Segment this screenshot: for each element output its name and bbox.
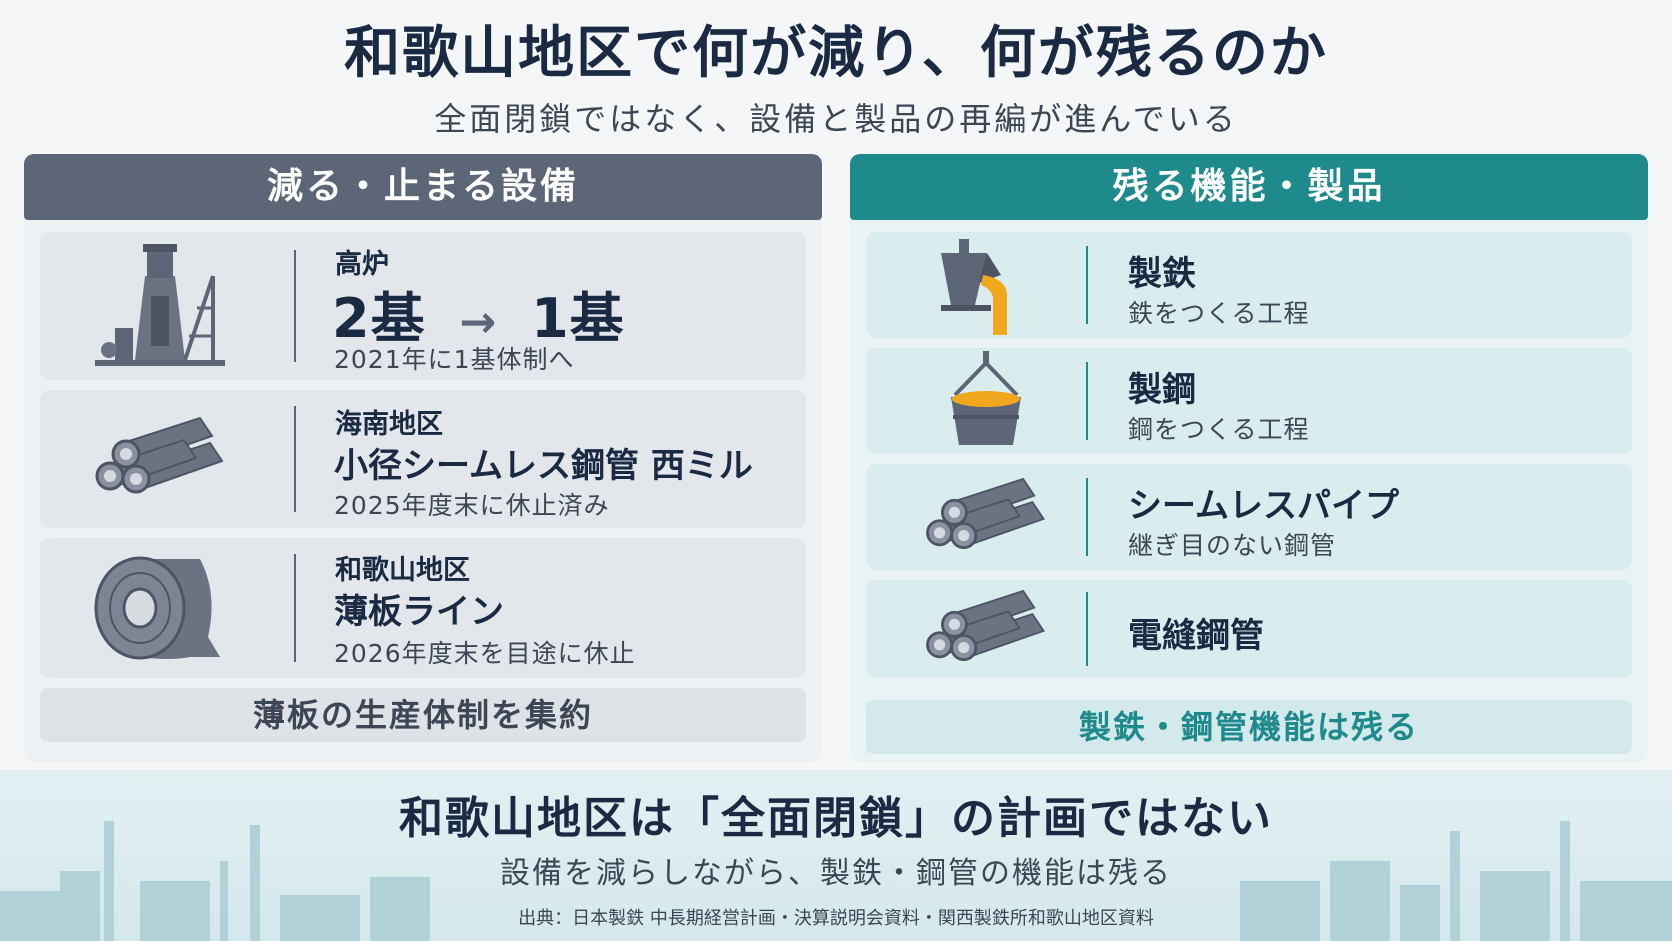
sheet-line-note: 2026年度末を目途に休止	[334, 639, 636, 668]
page-subtitle: 全面閉鎖ではなく、設備と製品の再編が進んでいる	[434, 100, 1238, 138]
steelmaking-card: 製鋼 鋼をつくる工程	[866, 348, 1632, 454]
conclusion-subtext: 設備を減らしながら、製鉄・鋼管の機能は残る	[500, 856, 1172, 891]
furnace-before-count: 2基	[332, 287, 426, 350]
furnace-after-count: 1基	[531, 287, 625, 350]
pipes-icon	[80, 390, 240, 528]
ironmaking-name: 製鉄	[1128, 254, 1196, 294]
furnace-label: 高炉	[335, 249, 389, 280]
sheet-line-name: 薄板ライン	[334, 592, 504, 632]
steelmaking-note: 鋼をつくる工程	[1128, 415, 1310, 444]
source-citation: 出典：日本製鉄 中長期経営計画・決算説明会資料・関西製鉄所和歌山地区資料	[518, 908, 1154, 929]
page-title: 和歌山地区で何が減り、何が残るのか	[344, 21, 1328, 86]
molten-iron-pour-icon	[906, 232, 1066, 338]
erw-pipe-card: 電縫鋼管	[866, 580, 1632, 678]
ironmaking-card: 製鉄 鉄をつくる工程	[866, 232, 1632, 338]
reduced-panel-header: 減る・止まる設備	[24, 154, 822, 220]
furnace-count-change: 2基 → 1基	[332, 274, 625, 353]
factory-skyline-icon	[0, 821, 1672, 941]
kainan-label: 海南地区	[335, 409, 443, 440]
pipes-icon	[906, 580, 1066, 678]
steelmaking-name: 製鋼	[1128, 370, 1196, 410]
conclusion-banner	[0, 770, 1672, 941]
remaining-panel-footer: 製鉄・鋼管機能は残る	[866, 700, 1632, 754]
seamless-mill-note: 2025年度末に休止済み	[334, 491, 610, 520]
reduced-panel-footer: 薄板の生産体制を集約	[40, 688, 806, 742]
pipes-icon	[906, 464, 1066, 570]
ironmaking-note: 鉄をつくる工程	[1128, 299, 1310, 328]
reduced-equipment-panel: 減る・止まる設備 高炉 2基 → 1基 2021年に1基体	[24, 154, 822, 762]
arrow-icon: →	[459, 297, 498, 348]
remaining-panel-header: 残る機能・製品	[850, 154, 1648, 220]
seamless-pipe-card: シームレスパイプ 継ぎ目のない鋼管	[866, 464, 1632, 570]
erw-pipe-name: 電縫鋼管	[1128, 616, 1264, 656]
sheet-line-card: 和歌山地区 薄板ライン 2026年度末を目途に休止	[40, 538, 806, 678]
seamless-pipe-note: 継ぎ目のない鋼管	[1128, 531, 1337, 560]
seamless-mill-card: 海南地区 小径シームレス鋼管 西ミル 2025年度末に休止済み	[40, 390, 806, 528]
remaining-functions-panel: 残る機能・製品 製鉄 鉄をつくる工程 製鋼	[850, 154, 1648, 762]
seamless-pipe-name: シームレスパイプ	[1128, 486, 1399, 526]
blast-furnace-icon	[80, 232, 240, 380]
ladle-icon	[906, 348, 1066, 454]
wakayama-label: 和歌山地区	[335, 555, 470, 586]
furnace-note: 2021年に1基体制へ	[334, 345, 575, 374]
conclusion-headline: 和歌山地区は「全面閉鎖」の計画ではない	[399, 793, 1273, 844]
blast-furnace-card: 高炉 2基 → 1基 2021年に1基体制へ	[40, 232, 806, 380]
steel-coil-icon	[80, 538, 240, 678]
seamless-mill-name: 小径シームレス鋼管 西ミル	[334, 446, 753, 486]
